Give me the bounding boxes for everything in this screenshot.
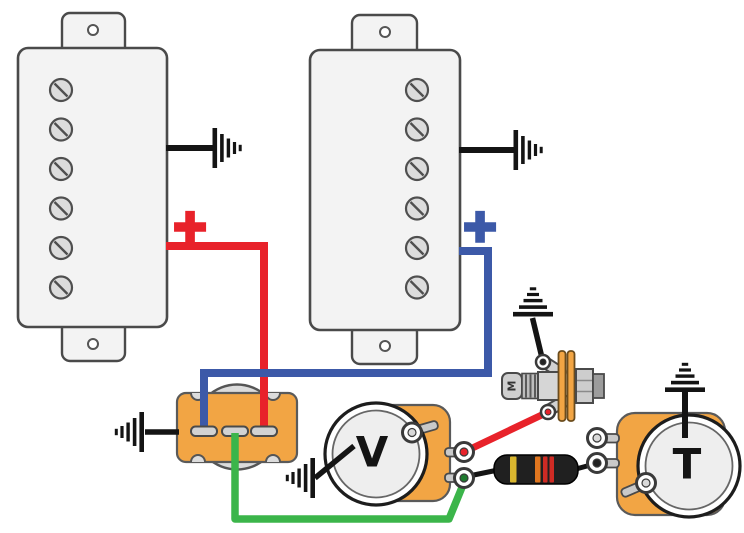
pole-screw <box>48 235 74 261</box>
casing-ground-wire <box>313 443 356 481</box>
ground-icon <box>114 412 144 452</box>
bridge-pickup: + <box>308 13 543 366</box>
neck-hot-wire <box>166 242 268 429</box>
mounting-notch <box>265 392 281 401</box>
mounting-notch <box>265 454 281 463</box>
neck-pickup: + <box>16 11 242 363</box>
lug-eyelet-hole <box>459 447 469 457</box>
tone-pot: T <box>597 362 742 519</box>
pot-label: V <box>356 428 389 477</box>
ground-icon <box>665 362 705 392</box>
switch-lug <box>250 425 278 437</box>
pickup-body <box>308 48 462 332</box>
ground-icon <box>212 128 242 168</box>
output-wire <box>231 433 469 523</box>
pole-screw <box>48 156 74 182</box>
pole-screw <box>48 196 74 221</box>
solder-eyelets <box>401 353 657 494</box>
output-jack: M <box>501 287 605 422</box>
jack-nut <box>575 368 594 404</box>
pole-screw <box>48 275 74 300</box>
lug-eyelet-hole <box>407 427 417 438</box>
lug-eyelet-hole <box>592 458 602 468</box>
pole-screw <box>404 156 430 182</box>
resistor-band <box>510 456 517 483</box>
pot-label: T <box>673 440 702 489</box>
jack-tip <box>592 373 605 399</box>
tab-hole <box>87 24 99 36</box>
pole-screw <box>404 196 430 221</box>
pole-screw <box>404 235 430 261</box>
switch-lug <box>190 425 218 437</box>
tab-hole <box>87 338 99 350</box>
lug-eyelet-hole <box>641 478 651 488</box>
pot-body-inner <box>331 409 421 499</box>
resistor-band <box>549 456 554 483</box>
tab-hole <box>379 340 391 352</box>
pole-screw <box>48 77 74 103</box>
pickup-body <box>16 46 169 329</box>
mounting-notch <box>190 454 206 463</box>
resistor-band <box>535 456 541 483</box>
lug-eyelet-hole <box>544 408 552 416</box>
pole-screw <box>48 117 74 142</box>
lug-eyelet-hole <box>539 358 547 366</box>
ground-icon <box>513 287 553 317</box>
jack-sleeve-marking: M <box>506 381 519 392</box>
tab-hole <box>379 26 391 38</box>
jack-washer <box>566 350 576 422</box>
ground-icon <box>513 130 543 170</box>
polarity-plus: + <box>462 201 499 252</box>
pole-screw <box>404 117 430 142</box>
resistor-band <box>543 456 548 483</box>
lug-eyelet-hole <box>592 433 602 443</box>
bridge-hot-wire <box>200 247 492 429</box>
pole-screw <box>404 77 430 103</box>
jack-washer <box>557 350 567 422</box>
pole-screw <box>404 275 430 300</box>
pot-body-inner <box>644 421 734 511</box>
jack-hot-wire <box>460 408 552 456</box>
ground-icon <box>285 458 315 498</box>
resistor <box>461 454 601 485</box>
volume-pot: V <box>285 401 466 507</box>
lug-eyelet-hole <box>459 473 469 483</box>
